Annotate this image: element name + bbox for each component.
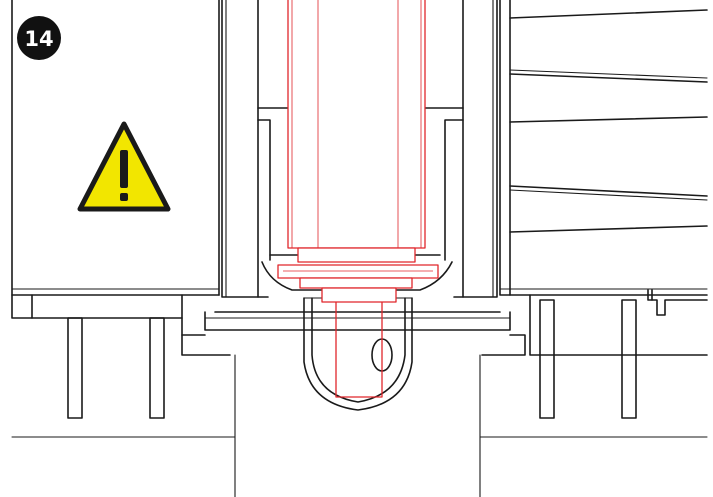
right-side-details xyxy=(479,289,708,497)
cylinder xyxy=(287,0,426,249)
step-number: 14 xyxy=(24,27,53,51)
warning-triangle-icon xyxy=(77,121,171,212)
right-feet xyxy=(539,299,637,419)
lower-plate xyxy=(181,311,526,356)
cup-bracket xyxy=(303,297,413,411)
right-housing xyxy=(499,0,708,356)
left-feet xyxy=(11,317,236,497)
step-badge: 14 xyxy=(17,16,61,60)
shaft xyxy=(321,287,397,398)
center-frame xyxy=(221,0,498,298)
flange xyxy=(261,247,453,291)
left-housing xyxy=(11,0,231,356)
